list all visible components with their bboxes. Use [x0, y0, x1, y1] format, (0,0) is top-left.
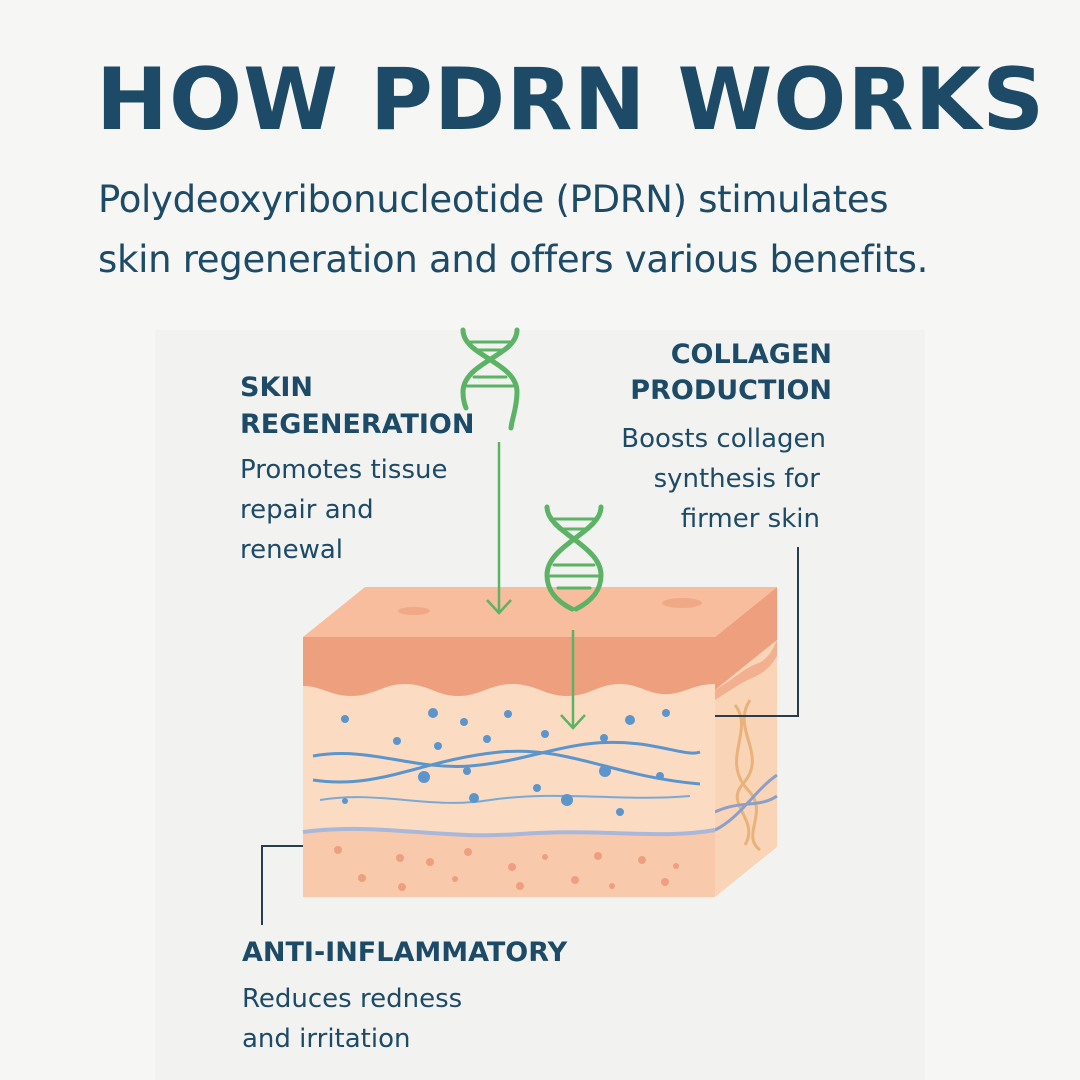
skin-block-side	[714, 587, 778, 897]
collagen-desc-3: firmer skin	[680, 504, 820, 534]
skin-block-top	[303, 587, 777, 637]
subcutis-layer	[303, 828, 715, 897]
page-subtitle: Polydeoxyribonucleotide (PDRN) stimulate…	[98, 170, 1048, 290]
dna-icon	[544, 504, 604, 612]
inflammatory-leader-line	[261, 845, 303, 925]
arrow-down-icon	[486, 442, 512, 615]
subtitle-line-1: Polydeoxyribonucleotide (PDRN) stimulate…	[98, 178, 889, 221]
side-fiber	[733, 704, 762, 852]
collagen-leader-line	[715, 547, 799, 717]
collagen-title-2: PRODUCTION	[630, 375, 832, 406]
regeneration-desc-2: repair and	[240, 495, 374, 525]
regeneration-desc-1: Promotes tissue	[240, 455, 448, 485]
regeneration-desc-3: renewal	[240, 535, 344, 565]
layer-boundary	[302, 826, 716, 838]
skin-block-front	[302, 637, 716, 897]
skin-pore	[662, 598, 702, 608]
dna-icon	[460, 327, 520, 431]
side-fiber	[735, 699, 754, 846]
page-title: HOW PDRN WORKS	[96, 50, 1046, 150]
inflammatory-desc-2: and irritation	[242, 1024, 411, 1054]
skin-pore	[398, 607, 430, 615]
epidermis-layer	[303, 637, 715, 696]
dermis-cells	[341, 708, 670, 816]
side-fiber-blue	[714, 794, 778, 814]
side-wave	[715, 640, 777, 700]
collagen-fiber	[319, 794, 691, 804]
subcutis-cells	[334, 846, 679, 891]
regeneration-title-1: SKIN	[240, 372, 314, 403]
side-epidermis	[715, 587, 777, 690]
regeneration-title-2: REGENERATION	[240, 409, 475, 440]
collagen-desc-1: Boosts collagen	[621, 424, 826, 454]
side-dermis	[715, 640, 777, 897]
inflammatory-title: ANTI-INFLAMMATORY	[242, 937, 568, 968]
collagen-fiber	[312, 740, 701, 768]
arrow-down-icon	[560, 630, 586, 730]
collagen-desc-2: synthesis for	[653, 464, 820, 494]
collagen-fiber	[312, 749, 701, 786]
subtitle-line-2: skin regeneration and offers various ben…	[98, 238, 929, 281]
collagen-title-1: COLLAGEN	[670, 339, 832, 370]
inflammatory-desc-1: Reduces redness	[242, 984, 463, 1014]
